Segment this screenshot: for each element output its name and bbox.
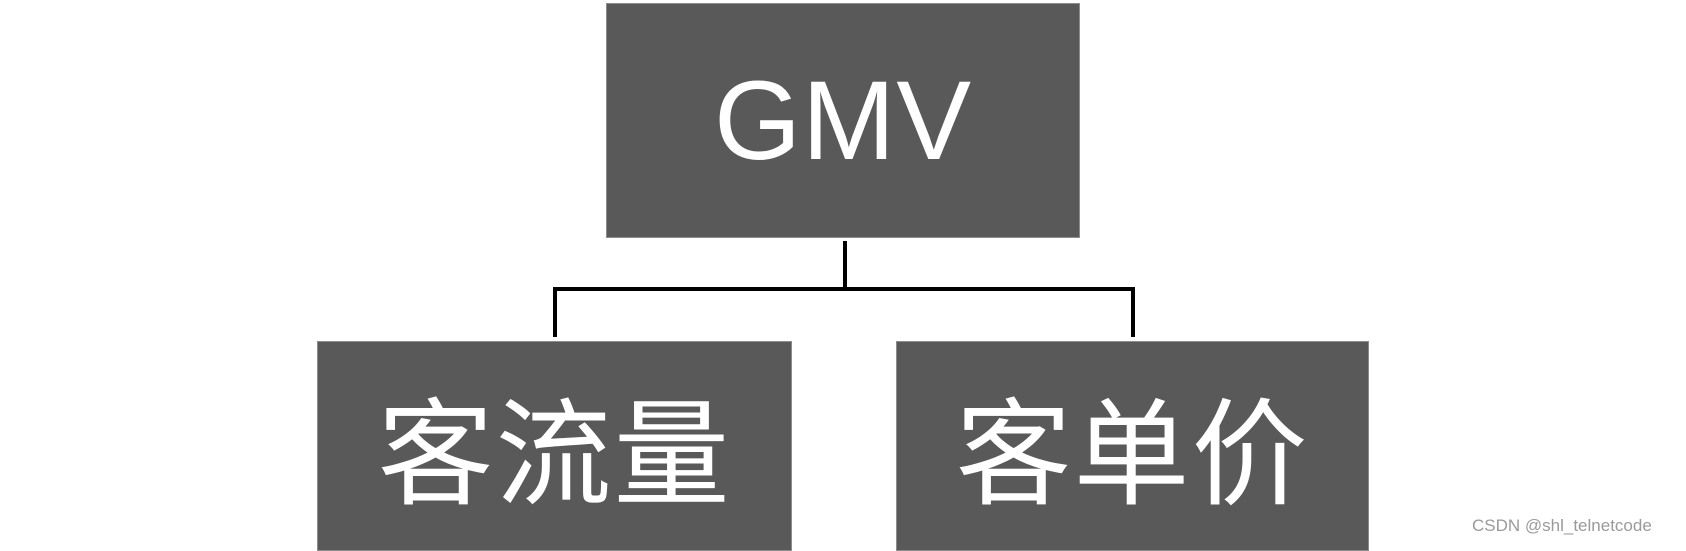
connector-horizontal-bar bbox=[553, 287, 1135, 291]
node-customer-traffic-label: 客流量 bbox=[377, 388, 732, 523]
node-average-order-value: 客单价 bbox=[896, 341, 1369, 551]
node-gmv: GMV bbox=[606, 3, 1080, 238]
connector-root-vertical bbox=[843, 241, 847, 291]
watermark: CSDN @shl_telnetcode bbox=[1472, 516, 1652, 535]
node-gmv-label: GMV bbox=[713, 57, 973, 183]
connector-right-vertical bbox=[1131, 287, 1135, 337]
node-customer-traffic: 客流量 bbox=[317, 341, 792, 551]
connector-left-vertical bbox=[553, 287, 557, 337]
node-average-order-value-label: 客单价 bbox=[955, 388, 1310, 523]
